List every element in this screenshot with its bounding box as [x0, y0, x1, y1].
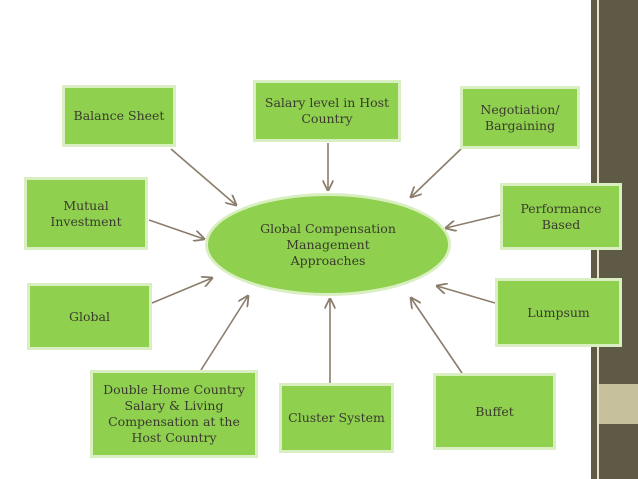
node-global: Global	[27, 283, 152, 350]
arrow-buffet	[411, 298, 463, 374]
arrow-negotiation	[411, 148, 462, 197]
arrow-global	[151, 278, 212, 304]
node-performance-based: Performance Based	[500, 183, 622, 250]
arrow-double-home	[200, 296, 248, 371]
node-lumpsum: Lumpsum	[495, 278, 622, 347]
node-buffet: Buffet	[433, 373, 556, 450]
arrow-mutual-investment	[148, 219, 204, 239]
arrow-lumpsum	[437, 286, 496, 304]
arrow-performance-based	[446, 214, 501, 228]
node-salary-level: Salary level in Host Country	[253, 80, 401, 142]
node-cluster-system: Cluster System	[279, 383, 394, 453]
node-negotiation: Negotiation/ Bargaining	[460, 86, 580, 149]
node-balance-sheet: Balance Sheet	[62, 85, 176, 147]
center-node: Global Compensation Management Approache…	[205, 193, 451, 296]
arrow-balance-sheet	[170, 148, 236, 205]
sidebar-accent-square	[599, 384, 638, 424]
node-double-home: Double Home Country Salary & Living Comp…	[90, 370, 258, 458]
node-mutual-investment: Mutual Investment	[24, 177, 148, 250]
